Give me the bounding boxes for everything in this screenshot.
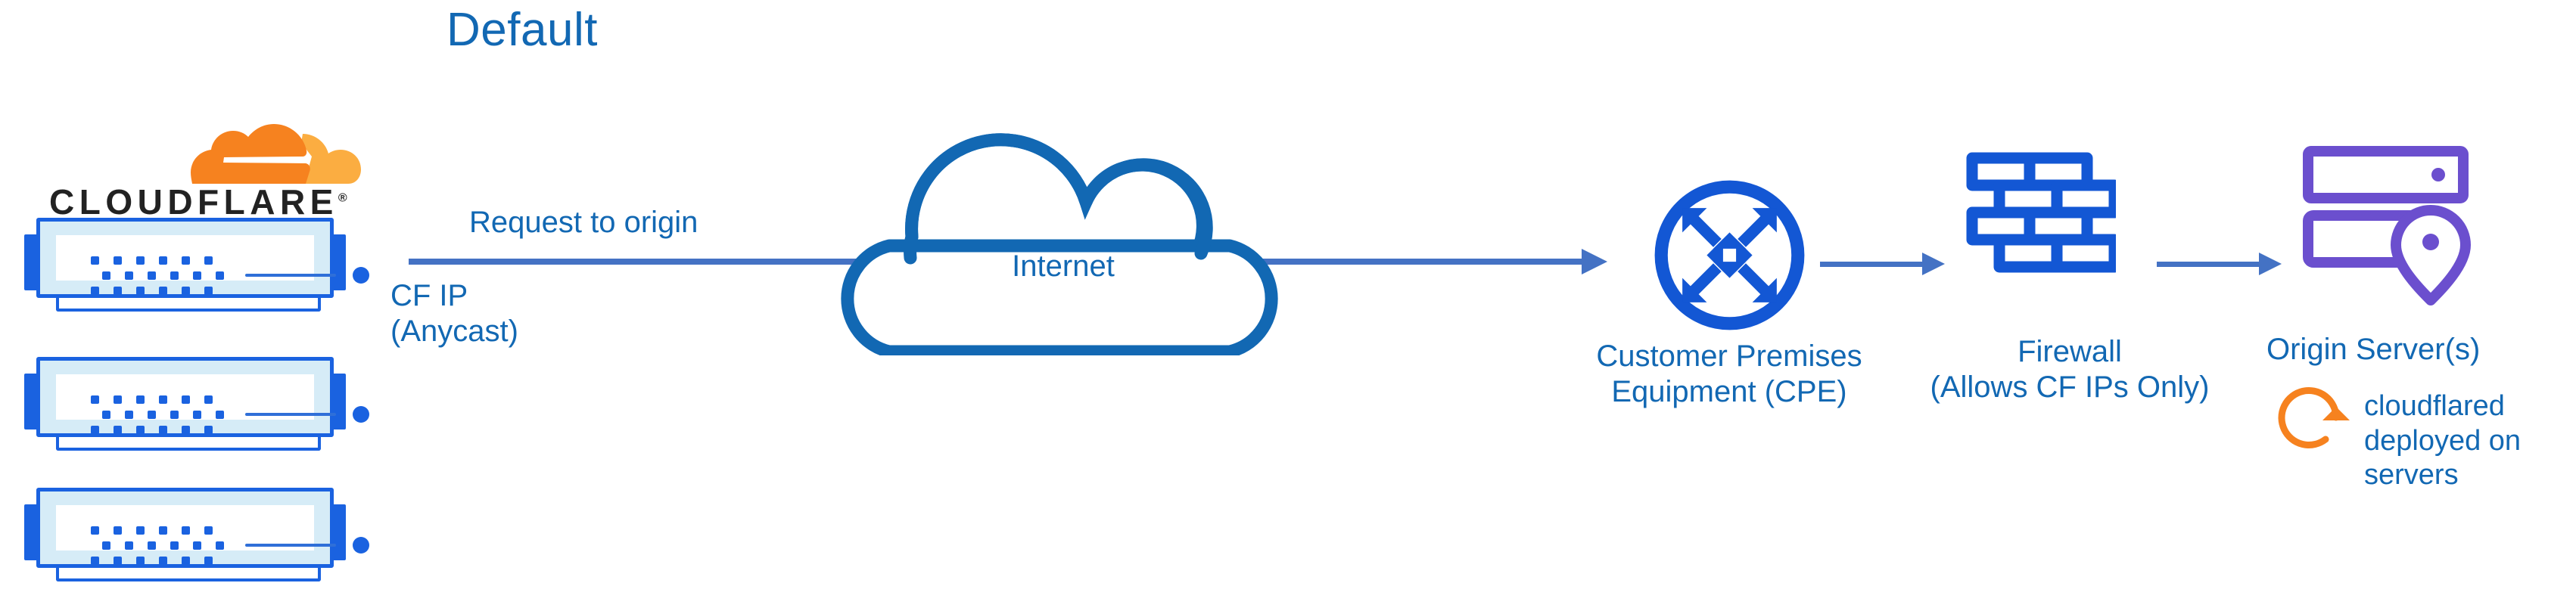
device-status-bar	[245, 413, 336, 416]
device-base	[56, 566, 321, 581]
cloudflared-line-2: deployed on	[2364, 424, 2522, 457]
cpe-label: Customer Premises Equipment (CPE)	[1559, 339, 1899, 410]
device-led-icon	[353, 537, 369, 554]
origin-server-icon	[2303, 146, 2471, 305]
origin-server-label: Origin Server(s)	[2266, 333, 2481, 366]
device-led-icon	[353, 267, 369, 284]
device-base	[56, 296, 321, 312]
cloudflare-server-device	[24, 488, 369, 585]
cf-ip-line-1: CF IP	[390, 279, 468, 312]
cloudflare-server-device	[24, 218, 369, 315]
device-chassis	[36, 357, 369, 437]
cloudflared-annotation: cloudflared deployed on servers	[2364, 389, 2521, 493]
request-flow-arrowhead-icon	[1582, 249, 1607, 274]
device-chassis	[36, 218, 369, 298]
firewall-label: Firewall (Allows CF IPs Only)	[1911, 334, 2229, 405]
sync-refresh-icon	[2278, 387, 2350, 448]
cloudflared-line-3: servers	[2364, 459, 2459, 492]
cloudflare-cloud-icon	[191, 124, 361, 184]
device-led-icon	[353, 406, 369, 423]
cloudflare-server-device	[24, 357, 369, 454]
device-port-grid	[91, 256, 227, 295]
firewall-label-line-2: (Allows CF IPs Only)	[1930, 371, 2210, 405]
device-status-bar	[245, 274, 336, 277]
registered-trademark-icon: ®	[338, 191, 347, 205]
firewall-brick-wall-icon	[1966, 152, 2116, 273]
internet-label: Internet	[1012, 250, 1115, 283]
device-faceplate	[56, 374, 369, 434]
cloudflared-line-1: cloudflared	[2364, 390, 2505, 422]
cpe-label-line-2: Equipment (CPE)	[1611, 375, 1847, 409]
device-base	[56, 436, 321, 451]
firewall-to-origin-arrow-line	[2157, 262, 2263, 267]
internet-node: Internet	[829, 110, 1298, 358]
device-faceplate	[56, 505, 369, 565]
device-port-grid	[91, 526, 227, 565]
cloud-icon	[841, 133, 1278, 358]
cpe-label-line-1: Customer Premises	[1596, 340, 1862, 373]
request-to-origin-label: Request to origin	[469, 206, 698, 239]
router-icon	[1654, 180, 1805, 330]
device-port-grid	[91, 395, 227, 434]
cloudflare-wordmark: CLOUDFLARE®	[49, 182, 347, 222]
cloudflare-logo: CLOUDFLARE®	[30, 110, 371, 222]
device-faceplate	[56, 235, 369, 295]
cf-ip-label: CF IP (Anycast)	[390, 278, 518, 349]
cpe-to-firewall-arrowhead-icon	[1922, 253, 1945, 275]
device-status-bar	[245, 544, 336, 547]
device-chassis	[36, 488, 369, 568]
firewall-label-line-1: Firewall	[2018, 335, 2122, 368]
firewall-to-origin-arrowhead-icon	[2259, 253, 2282, 275]
page-title: Default	[446, 4, 598, 56]
cpe-to-firewall-arrow-line	[1820, 262, 1926, 267]
cf-ip-line-2: (Anycast)	[390, 315, 518, 349]
